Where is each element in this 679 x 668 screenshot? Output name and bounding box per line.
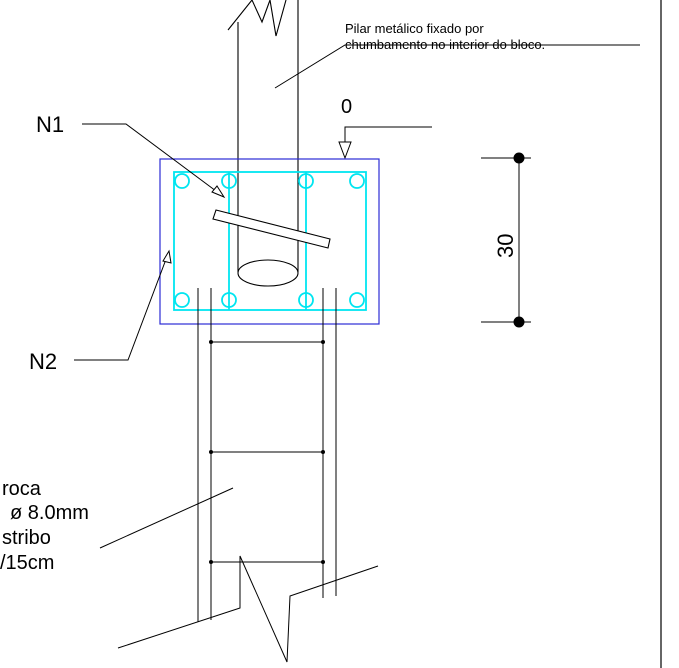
rebar-bar-top-1 <box>174 173 190 189</box>
stirrup-node <box>209 450 213 454</box>
dimension-label: 30 <box>493 234 518 258</box>
pile-shaft <box>197 288 337 622</box>
pile-note-line3: stribo <box>2 527 51 549</box>
pile-note-line1: roca <box>2 478 42 500</box>
anchor-bar <box>212 209 331 249</box>
dimension-line <box>481 152 531 328</box>
rebar-bar-bottom-3 <box>298 292 314 308</box>
stirrup-node <box>321 340 325 344</box>
n2-leader <box>74 253 169 361</box>
stirrup-node <box>321 450 325 454</box>
pillar-note-line1: Pilar metálico fixado por <box>345 21 484 36</box>
pillar-note-leader <box>274 44 640 89</box>
pillar-note-line2: chumbamento no interior do bloco. <box>345 37 545 52</box>
steel-pillar <box>227 0 299 287</box>
n2-arrow <box>162 249 172 264</box>
dimension-dot-bottom <box>513 316 525 328</box>
stirrup-node <box>209 340 213 344</box>
level-marker <box>338 126 432 160</box>
level-marker-leader <box>344 126 432 158</box>
pillar-break-line <box>227 0 287 37</box>
n1-leader <box>82 123 221 195</box>
dimension-dot-top <box>513 152 525 164</box>
rebar-cage <box>173 171 367 311</box>
rebar-bar-bottom-4 <box>349 292 365 308</box>
n2-label: N2 <box>29 349 57 374</box>
stirrup-node <box>209 560 213 564</box>
block-outline <box>159 158 380 325</box>
stirrup-node <box>321 560 325 564</box>
n1-label: N1 <box>36 112 64 137</box>
rebar-bar-bottom-1 <box>174 292 190 308</box>
level-marker-arrow <box>338 141 352 160</box>
pile-stirrup-nodes <box>209 340 325 564</box>
level-mark-label: 0 <box>341 96 352 118</box>
pile-note-line2: ø 8.0mm <box>10 502 89 524</box>
n1-arrow <box>211 185 226 199</box>
rebar-bar-top-2 <box>221 173 237 189</box>
rebar-bar-bottom-2 <box>221 292 237 308</box>
rebar-bar-top-3 <box>298 173 314 189</box>
pile-break-line <box>117 555 379 663</box>
pillar-base-ellipse <box>237 259 299 287</box>
pile-note-line4: /15cm <box>0 552 54 574</box>
rebar-outer-stirrup <box>173 171 367 311</box>
rebar-bar-top-4 <box>349 173 365 189</box>
pile-note-leader <box>99 487 234 549</box>
